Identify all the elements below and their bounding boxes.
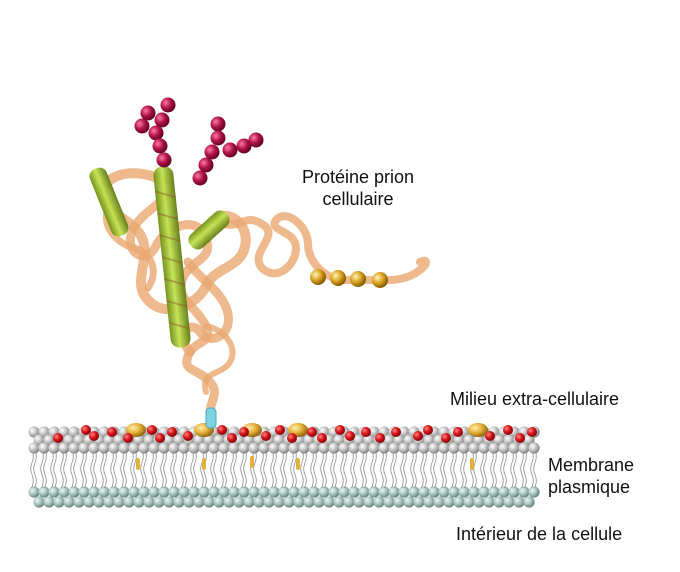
glycan-right: [192, 116, 264, 186]
extracellular-label: Milieu extra-cellulaire: [450, 389, 620, 409]
outer-leaflet: [28, 423, 540, 454]
alpha-helix-left: [89, 167, 129, 237]
membrane-label-line1: Membrane: [548, 455, 635, 475]
plasma-membrane: [28, 423, 540, 508]
membrane-label-line2: plasmique: [548, 477, 631, 497]
lipid-tails: [30, 449, 537, 489]
protein-label: Protéine prion cellulaire: [288, 166, 428, 210]
prion-protein: [89, 97, 430, 429]
protein-label-line2: cellulaire: [322, 189, 394, 209]
alpha-helix-right: [188, 210, 230, 250]
alpha-helix-long: [153, 166, 191, 348]
interior-label: Intérieur de la cellule: [456, 524, 623, 544]
glycan-left: [134, 97, 176, 168]
octarepeat-beads: [310, 269, 388, 288]
gpi-anchor: [205, 407, 217, 429]
inner-leaflet: [28, 486, 540, 508]
protein-label-line1: Protéine prion: [301, 167, 415, 187]
membrane-label: Membrane plasmique: [548, 454, 634, 498]
